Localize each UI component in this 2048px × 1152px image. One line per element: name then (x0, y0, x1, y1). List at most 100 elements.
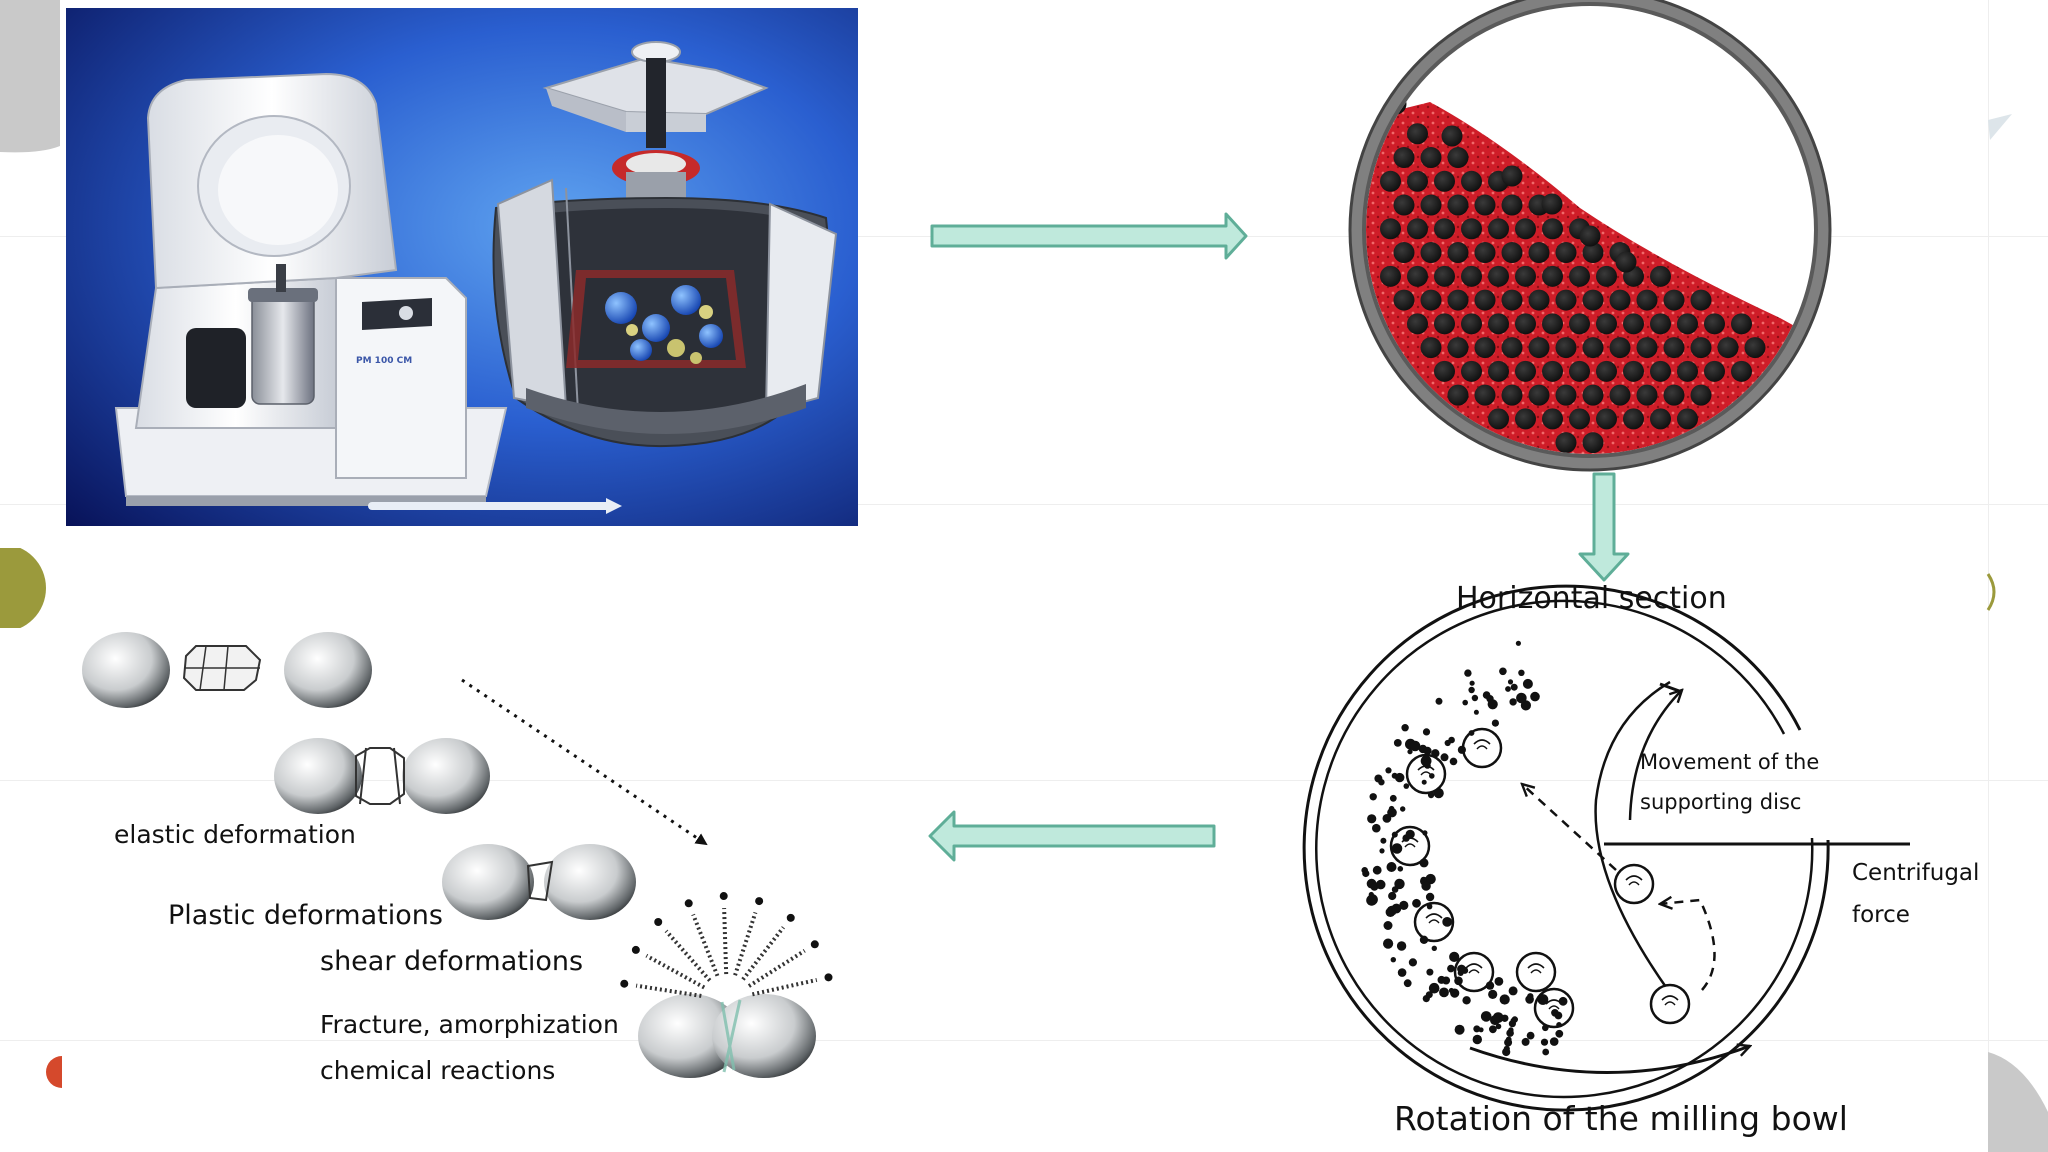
grinding-ball (1407, 170, 1428, 192)
bowl-cross-section (1348, 0, 1832, 472)
grinding-ball (1501, 289, 1523, 311)
grinding-ball (1623, 313, 1644, 335)
grinding-ball (1407, 265, 1428, 287)
grinding-ball (1488, 265, 1509, 287)
grinding-ball (1488, 218, 1509, 240)
grinding-ball (1434, 265, 1455, 287)
sphere-stage3-left (442, 844, 534, 920)
grinding-ball (1555, 432, 1577, 454)
grinding-ball (1420, 242, 1442, 264)
grinding-ball (1420, 337, 1442, 359)
grinding-ball (1447, 242, 1469, 264)
grinding-ball (1407, 313, 1428, 335)
grinding-ball (1501, 384, 1523, 406)
sphere-stage1-left (82, 632, 170, 708)
grinding-ball (1609, 337, 1631, 359)
plastic-label: Plastic deformations (168, 900, 443, 931)
grinding-ball (1650, 265, 1671, 287)
grinding-ball (1650, 360, 1671, 382)
corner-gray-shape (0, 0, 60, 153)
grinding-ball (1609, 289, 1631, 311)
shear-label: shear deformations (320, 946, 584, 977)
grinding-ball (1474, 384, 1496, 406)
grinding-ball (1501, 194, 1523, 216)
grinding-ball (1488, 408, 1509, 430)
grinding-ball (1447, 337, 1469, 359)
grinding-ball (1596, 408, 1617, 430)
sphere-stage1-right (284, 632, 372, 708)
grinding-ball (1663, 337, 1685, 359)
grid-line (0, 780, 2048, 781)
grinding-ball (1677, 408, 1698, 430)
grinding-ball (1447, 289, 1469, 311)
grinding-ball (1636, 289, 1658, 311)
grinding-ball (1609, 384, 1631, 406)
grinding-ball (1447, 194, 1469, 216)
grinding-ball (1555, 337, 1577, 359)
horizontal-section-schematic (1302, 584, 1910, 1112)
grinding-ball (1555, 242, 1577, 264)
particle-stage2 (355, 747, 405, 805)
olive-circle-accent (0, 548, 46, 628)
grinding-ball (1636, 384, 1658, 406)
grinding-ball (1407, 123, 1428, 145)
grinding-ball (1393, 289, 1415, 311)
grinding-ball (1582, 384, 1604, 406)
schematic-powder-dots (1361, 640, 1568, 1057)
grinding-ball (1474, 289, 1496, 311)
grinding-ball (1393, 194, 1415, 216)
grinding-ball (1461, 170, 1482, 192)
particle-stage1 (182, 645, 262, 691)
grinding-ball (1434, 313, 1455, 335)
schematic-ball (1389, 825, 1431, 867)
grinding-ball (1474, 337, 1496, 359)
grinding-ball (1434, 170, 1455, 192)
grinding-ball (1542, 313, 1563, 335)
grinding-ball (1542, 265, 1563, 287)
particle-stage3 (526, 860, 554, 902)
flow-arrow-left (928, 810, 1216, 862)
grinding-ball (1582, 337, 1604, 359)
grinding-ball (1393, 147, 1415, 169)
grinding-ball (1650, 408, 1671, 430)
grinding-ball (1744, 337, 1766, 359)
grinding-ball (1582, 242, 1604, 264)
grinding-ball (1420, 289, 1442, 311)
grinding-ball (1501, 242, 1523, 264)
grinding-ball (1542, 360, 1563, 382)
centrifugal-label-line1: Centrifugal (1852, 860, 1980, 886)
grinding-ball (1569, 313, 1590, 335)
grinding-ball (1650, 313, 1671, 335)
grinding-ball (1488, 313, 1509, 335)
fracture-burst (620, 892, 833, 998)
grid-line (0, 1040, 2048, 1041)
grinding-ball (1461, 360, 1482, 382)
centrifugal-label-line2: force (1852, 902, 1910, 928)
grinding-ball (1515, 408, 1536, 430)
grinding-ball (1596, 265, 1617, 287)
grinding-ball (1717, 337, 1739, 359)
grinding-ball (1528, 242, 1550, 264)
grinding-ball (1528, 289, 1550, 311)
grinding-ball (1596, 313, 1617, 335)
deformation-stages (82, 632, 833, 1078)
grinding-ball (1515, 313, 1536, 335)
grinding-ball (1615, 251, 1637, 273)
grinding-ball (1677, 313, 1698, 335)
grinding-balls-cluster (1380, 93, 1766, 454)
grinding-ball (1515, 360, 1536, 382)
elastic-label: elastic deformation (114, 820, 356, 849)
grinding-ball (1474, 242, 1496, 264)
grinding-ball (1380, 170, 1401, 192)
grinding-ball (1447, 384, 1469, 406)
grinding-ball (1380, 265, 1401, 287)
grinding-ball (1704, 360, 1725, 382)
chemical-label: chemical reactions (320, 1056, 556, 1085)
grinding-ball (1420, 147, 1442, 169)
grinding-ball (1582, 432, 1604, 454)
schematic-ball (1613, 863, 1655, 905)
grinding-ball (1515, 265, 1536, 287)
grinding-ball (1731, 313, 1752, 335)
sphere-stage4-left (638, 994, 742, 1078)
